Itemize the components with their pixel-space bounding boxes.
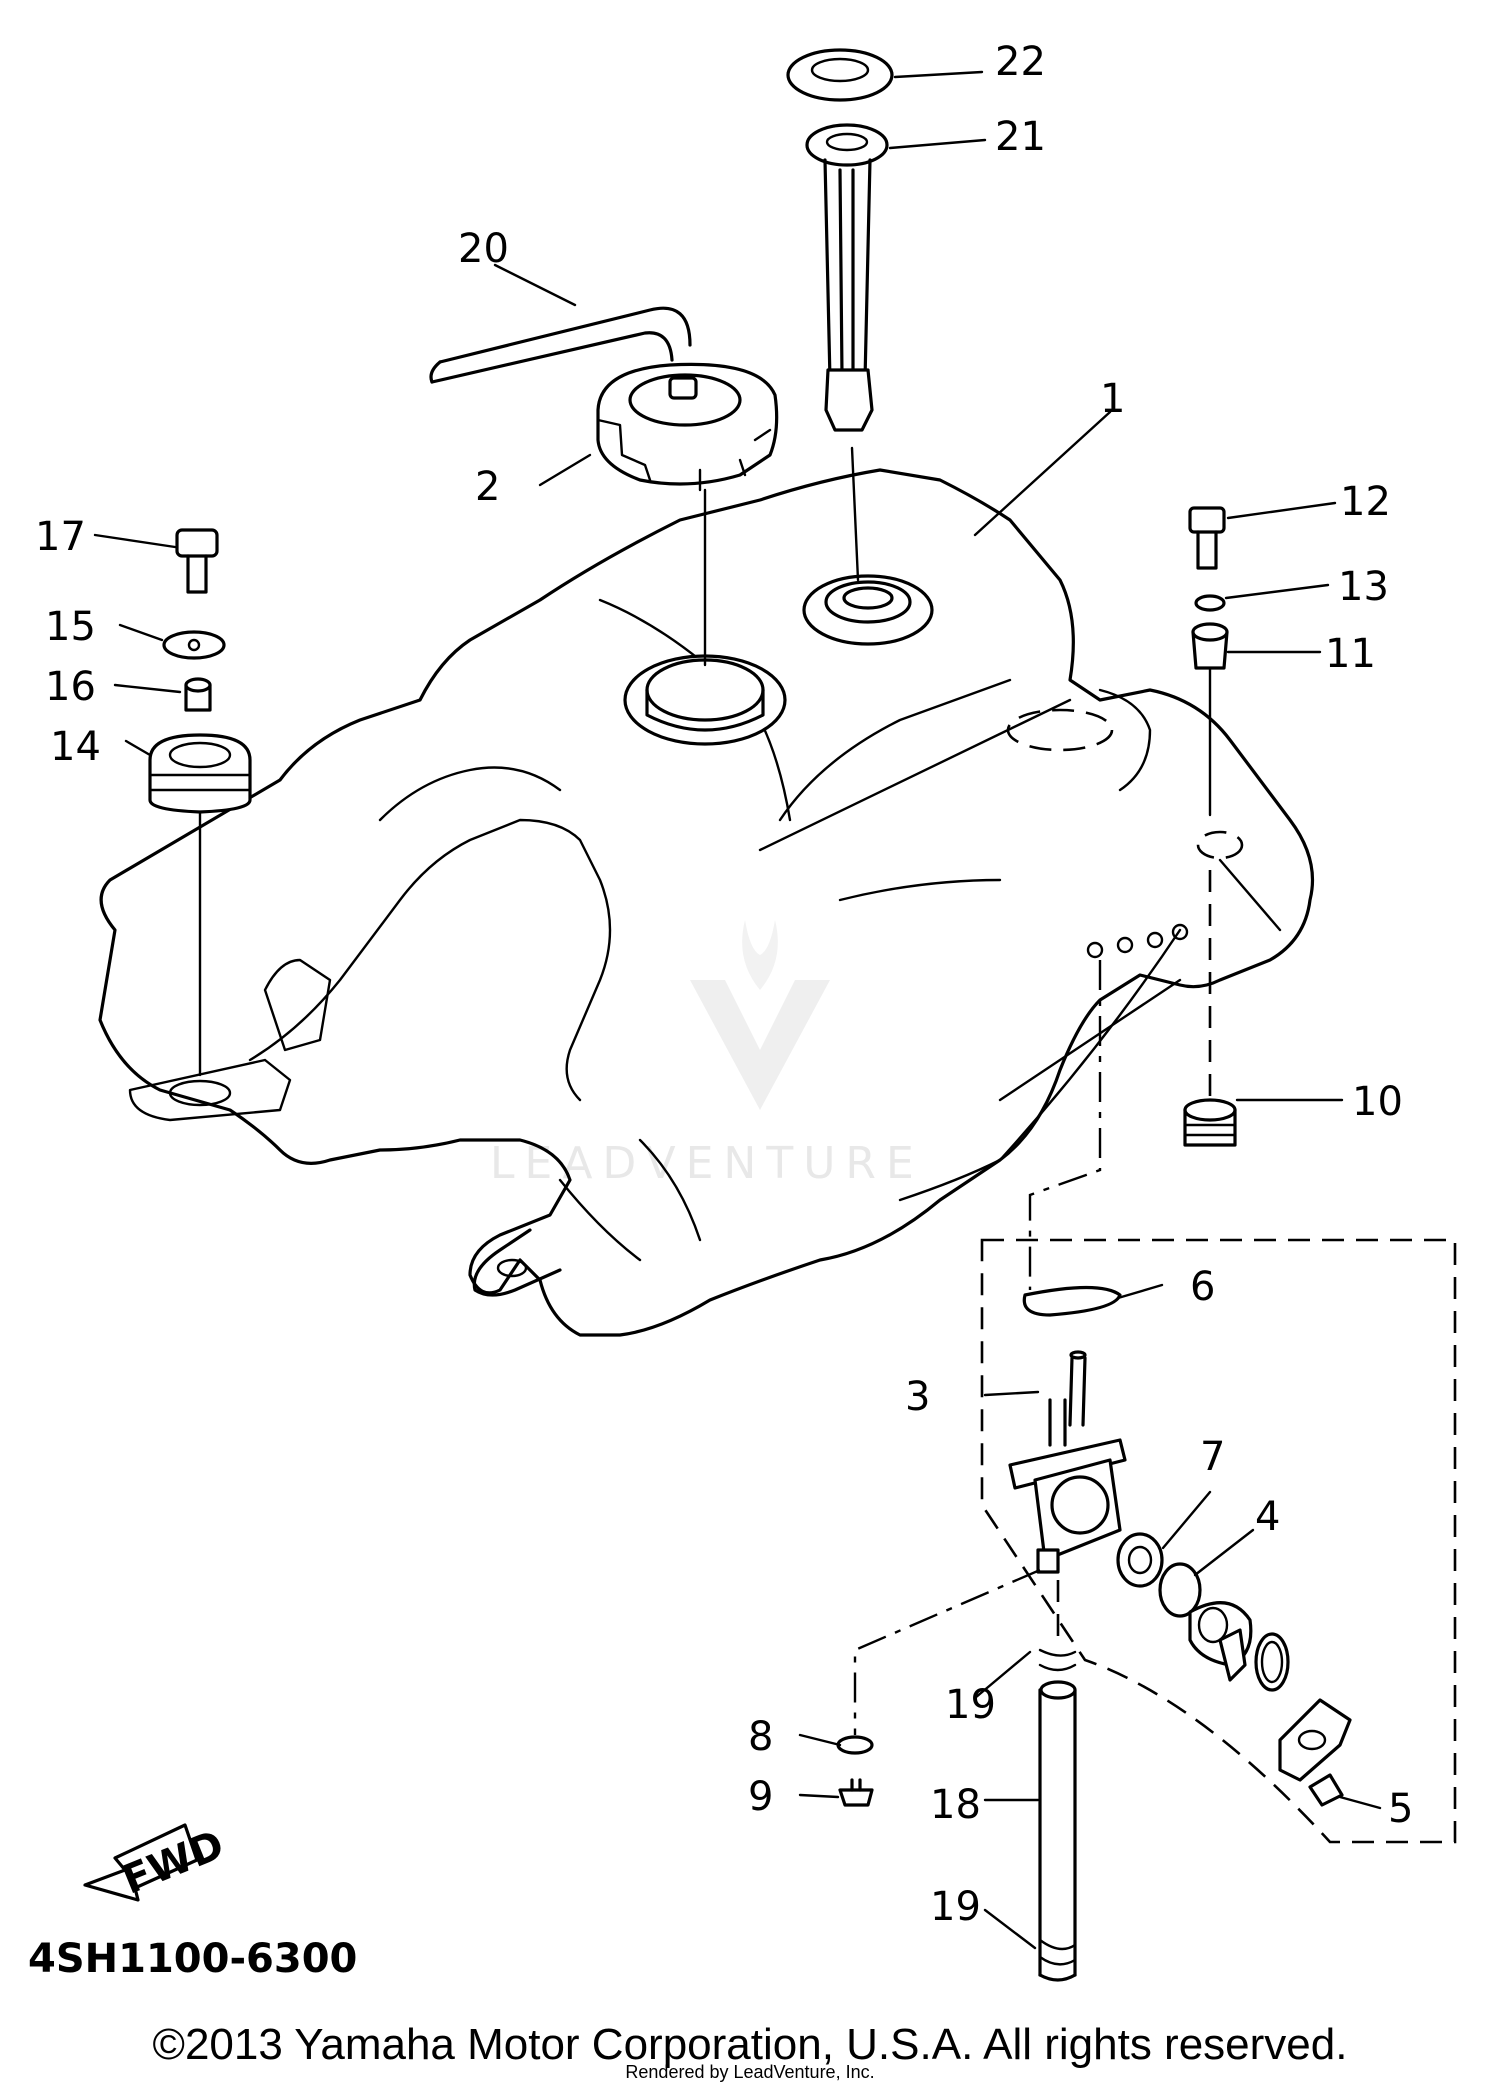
- fuel-cap: [596, 362, 779, 492]
- callout-12: 12: [1340, 479, 1391, 525]
- callout-17: 17: [35, 514, 86, 560]
- rear-mount-hardware: [1183, 506, 1237, 1147]
- drain-and-hose-parts: [836, 1648, 1077, 1982]
- callout-9: 9: [748, 1774, 773, 1820]
- callout-8: 8: [748, 1714, 773, 1760]
- watermark-text: LEADVENTURE: [490, 1138, 924, 1189]
- callout-labels: 1 2 3 4 5 6 7 8 9 10 11 12 13 14 15 16 1…: [35, 39, 1413, 1930]
- vent-hose: [429, 306, 692, 384]
- callout-5: 5: [1388, 1786, 1413, 1832]
- callout-11: 11: [1325, 631, 1376, 677]
- copyright-notice: ©2013 Yamaha Motor Corporation, U.S.A. A…: [152, 2020, 1348, 2069]
- callout-18: 18: [930, 1782, 981, 1828]
- callout-10: 10: [1352, 1079, 1403, 1125]
- callout-15: 15: [45, 604, 96, 650]
- callout-16: 16: [45, 664, 96, 710]
- callout-19-lower: 19: [930, 1884, 981, 1930]
- fuel-tank: [98, 468, 1314, 1337]
- callout-22: 22: [995, 39, 1046, 85]
- fuel-cock-assembly: [980, 1238, 1457, 1844]
- callout-4: 4: [1255, 1494, 1280, 1540]
- callout-1: 1: [1100, 376, 1125, 422]
- diagram-code: 4SH1100-6300: [28, 1936, 357, 1982]
- callout-21: 21: [995, 114, 1046, 160]
- leadventure-watermark: LEADVENTURE: [490, 920, 924, 1189]
- fuel-sender-unit: [786, 48, 894, 432]
- callout-13: 13: [1338, 564, 1389, 610]
- callout-7: 7: [1200, 1434, 1225, 1480]
- callout-6: 6: [1190, 1264, 1215, 1310]
- rendered-by-notice: Rendered by LeadVenture, Inc.: [625, 2062, 875, 2082]
- callout-20: 20: [458, 226, 509, 272]
- callout-leaders: [93, 70, 1382, 1950]
- callout-2: 2: [475, 464, 500, 510]
- front-mount-hardware: [148, 528, 252, 814]
- fwd-arrow: FWD: [83, 1822, 230, 1904]
- callout-3: 3: [905, 1374, 930, 1420]
- assembly-guide-lines: [198, 446, 1212, 1735]
- callout-19-upper: 19: [945, 1682, 996, 1728]
- callout-14: 14: [50, 724, 101, 770]
